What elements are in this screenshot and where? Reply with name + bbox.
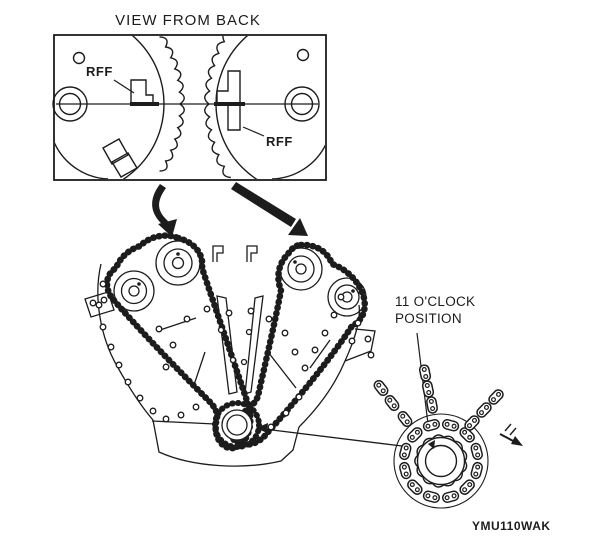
arrow-down-right-head-icon [288,218,308,236]
figure-code: YMU110WAK [472,519,551,533]
inset-pointer-arrows [152,182,308,237]
rff-label-left: RFF [86,64,113,79]
chain-guide-left [216,295,238,395]
rff-left-leader [113,79,135,94]
cam-sprocket-right-outer [327,277,367,317]
engine-illustration [84,232,376,467]
arrow-down-left-head-icon [158,219,177,237]
rff-label-right: RFF [266,134,293,149]
chain-direction-arrow-icon [499,423,523,446]
chain-guide-right [244,295,264,395]
arrow-down-left-icon [152,184,168,226]
bolt-holes [89,280,375,431]
timing-tab-right [216,70,241,131]
keeper-plate [102,138,129,165]
dowel-hole-right [296,48,310,62]
callout-11-oclock-line2: POSITION [395,311,462,326]
cam-sprocket-right-inner [279,247,323,291]
crank-sprocket [212,400,262,450]
callout-11-oclock-line1: 11 O'CLOCK [395,294,475,309]
arrow-left-head-icon [256,423,268,433]
eleven-oclock-mark [428,440,435,449]
keeper-plate [111,152,138,178]
inset-view-from-back [52,34,327,181]
crank-pointer [256,423,403,447]
arrow-down-right-icon [231,182,296,227]
detail-sprocket-teeth [414,434,468,488]
crank-sprocket-detail [371,363,523,509]
cam-sprocket-left-inner [155,240,201,286]
dowel-hole-left [72,51,86,65]
cam-sprocket-left-outer [113,270,155,312]
timing-tab-left [130,79,154,105]
rff-right-leader [242,126,265,137]
diagram-title: VIEW FROM BACK [115,12,261,29]
